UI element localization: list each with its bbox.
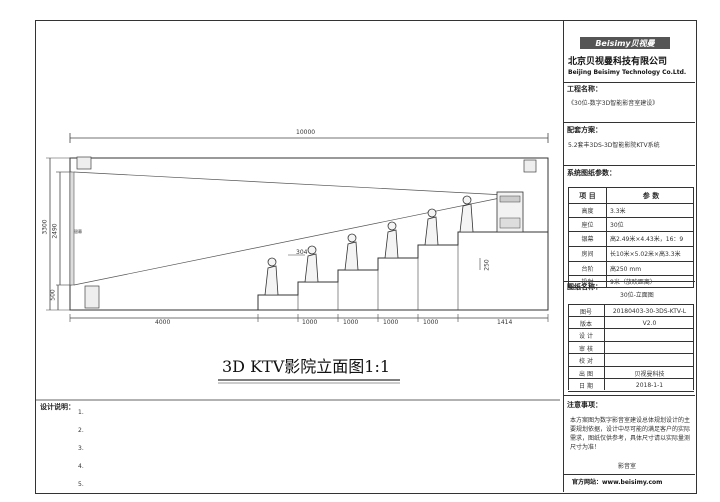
info-key: 版本 xyxy=(579,320,592,328)
design-note-4: 4. xyxy=(78,463,84,470)
dim-step-height: 304 xyxy=(296,249,308,256)
notes-footer: 影音室 xyxy=(618,463,637,470)
dim-height-total: 3300 xyxy=(41,219,49,235)
dim-row-3: 1000 xyxy=(383,319,399,326)
drawing-name-value: 30位-立面图 xyxy=(620,292,654,299)
params-key: 座位 xyxy=(581,221,594,229)
design-note-2: 2. xyxy=(78,427,84,434)
info-key: 日 期 xyxy=(579,382,593,390)
info-key: 校 对 xyxy=(579,358,593,365)
info-val: 20180403-30-3DS-KTV-L xyxy=(612,307,687,315)
dim-front-gap: 4000 xyxy=(155,319,171,326)
params-row: 台阶 高250 mm xyxy=(569,261,693,276)
info-row: 版本 V2.0 xyxy=(568,316,694,329)
info-row: 日 期 2018-1-1 xyxy=(568,378,694,392)
elevation-drawing xyxy=(36,133,560,401)
config-label: 配套方案： xyxy=(567,126,602,134)
project-value: 《30位-数字3D智能影音室建设》 xyxy=(568,100,659,107)
config-value: 5.2套丰3DS-3D智能影院KTV系统 xyxy=(568,142,660,149)
params-val: 长10米×5.02米×高3.3米 xyxy=(610,251,681,258)
logo-brand: Beisimy贝视曼 xyxy=(595,38,655,48)
info-row: 设 计 xyxy=(568,328,694,342)
dim-total-length: 10000 xyxy=(296,129,316,136)
info-key: 审 核 xyxy=(579,345,593,353)
info-val: 2018-1-1 xyxy=(635,381,664,389)
params-label: 系统图纸参数： xyxy=(567,169,616,177)
params-row: 银幕 高2.49米×4.43米，16：9 xyxy=(569,231,693,247)
params-val: 3.3米 xyxy=(610,207,626,215)
notes-text: 本方案图为数字影音室建设总体规划设计的主要规划依据，设计中尽可能的满足客户的实际… xyxy=(570,417,691,451)
params-row: 座位 30位 xyxy=(569,217,693,232)
params-val: 30位 xyxy=(610,221,624,229)
notes-title: 注意事项： xyxy=(567,401,602,409)
params-val: 高2.49米×4.43米，16：9 xyxy=(610,236,684,243)
info-key: 图号 xyxy=(579,308,592,316)
dim-row-5: 1414 xyxy=(497,319,513,326)
info-val: 贝视曼科技 xyxy=(634,370,665,378)
info-row: 审 核 xyxy=(568,341,694,354)
drawing-title: 3D KTV影院立面图1:1 xyxy=(222,357,391,376)
info-row: 图号 20180403-30-3DS-KTV-L xyxy=(568,304,694,317)
params-key: 银幕 xyxy=(581,236,594,243)
dim-row-1: 1000 xyxy=(302,319,318,326)
drawing-border xyxy=(35,20,697,494)
params-row: 高度 3.3米 xyxy=(569,203,693,218)
info-row: 校 对 xyxy=(568,353,694,367)
params-header-item: 项 目 xyxy=(579,191,596,200)
dim-floor-to-screen: 500 xyxy=(49,289,57,301)
params-row: 房间 长10米×5.02米×高3.3米 xyxy=(569,246,693,262)
info-key: 出 图 xyxy=(579,370,593,378)
params-header-value: 参 数 xyxy=(642,191,660,200)
logo-badge: Beisimy贝视曼 xyxy=(580,37,670,49)
design-note-1: 1. xyxy=(78,409,84,416)
dim-screen-height: 2490 xyxy=(51,223,59,239)
project-label: 工程名称： xyxy=(567,85,602,93)
seat-row-group xyxy=(264,195,474,296)
params-header-row: 项 目 参 数 xyxy=(569,188,693,204)
info-key: 设 计 xyxy=(579,333,593,340)
params-table: 项 目 参 数 高度 3.3米 座位 30位 银幕 高2.49米×4.43米，1… xyxy=(568,187,694,288)
screen-label: 银幕 xyxy=(74,229,82,234)
website: 官方网站：www.beisimy.com xyxy=(572,479,663,486)
params-key: 高度 xyxy=(581,207,594,215)
info-row: 出 图 贝视曼科技 xyxy=(568,366,694,379)
params-row: 投射 9米（放映距离） xyxy=(569,275,693,288)
info-val: V2.0 xyxy=(642,319,657,327)
params-key: 房间 xyxy=(581,251,594,258)
design-notes-title: 设计说明： xyxy=(40,403,75,411)
dim-row-2: 1000 xyxy=(343,319,359,326)
title-block xyxy=(563,20,696,492)
drawing-name-label: 图纸名称： xyxy=(567,283,602,291)
params-val: 9米（放映距离） xyxy=(610,279,656,286)
params-val: 高250 mm xyxy=(610,265,642,273)
company-name-cn: 北京贝视曼科技有限公司 xyxy=(568,57,668,67)
design-note-3: 3. xyxy=(78,445,84,452)
params-key: 台阶 xyxy=(581,265,594,273)
dim-riser: 250 xyxy=(483,259,491,271)
params-key: 投射 xyxy=(581,279,594,286)
dim-row-4: 1000 xyxy=(423,319,439,326)
drawing-info-table: 图号 20180403-30-3DS-KTV-L 版本 V2.0 设 计 审 核… xyxy=(568,304,694,392)
company-name-en: Beijing Beisimy Technology Co.Ltd. xyxy=(568,69,687,76)
design-note-5: 5. xyxy=(78,481,84,488)
